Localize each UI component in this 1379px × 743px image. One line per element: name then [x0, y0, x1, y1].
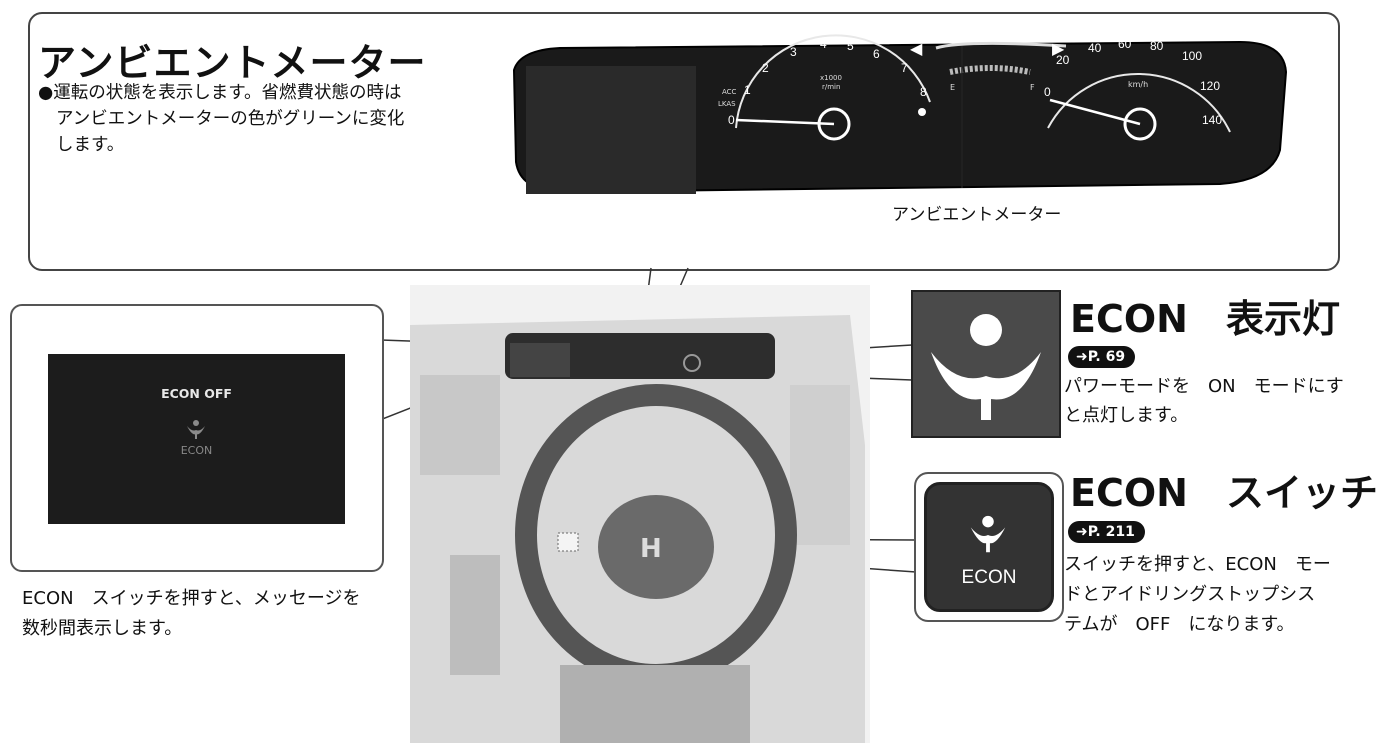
ref-page: P. 69	[1088, 349, 1125, 365]
page-reference-link[interactable]: ➜P. 69	[1068, 346, 1135, 368]
econ-screen-label: ECON	[48, 444, 345, 457]
cockpit-illustration: H	[410, 285, 870, 743]
left-caption: ECON スイッチを押すと、メッセージを 数秒間表示します。	[22, 584, 442, 644]
ref-page: P. 211	[1088, 524, 1135, 540]
econ-indicator-title: ECON 表示灯	[1070, 288, 1340, 343]
econ-indicator-icon-box	[911, 290, 1061, 438]
econ-leaf-icon	[184, 418, 208, 442]
econ-switch-location	[558, 533, 578, 551]
econ-switch-description: スイッチを押すと、ECON モー ドとアイドリングストップシス テムが OFF …	[1064, 550, 1364, 640]
honda-logo: H	[640, 534, 662, 564]
left-caption-line-2: 数秒間表示します。	[22, 614, 442, 644]
econ-sw-line-2: ドとアイドリングストップシス	[1064, 580, 1364, 610]
left-caption-line-1: ECON スイッチを押すと、メッセージを	[22, 584, 442, 614]
econ-ind-line-2: と点灯します。	[1064, 401, 1364, 430]
econ-sw-line-1: スイッチを押すと、ECON モー	[1064, 550, 1364, 580]
econ-switch-label: ECON	[924, 567, 1054, 589]
econ-ind-line-1: パワーモードを ON モードにす	[1064, 372, 1364, 401]
econ-indicator-description: パワーモードを ON モードにす と点灯します。	[1064, 372, 1364, 430]
ambient-meter-callout-label: アンビエントメーター	[892, 200, 1061, 225]
econ-off-message: ECON OFF	[48, 386, 345, 401]
econ-sw-line-3: テムが OFF になります。	[1064, 610, 1364, 640]
page-reference-link[interactable]: ➜P. 211	[1068, 521, 1145, 543]
econ-leaf-icon	[965, 512, 1011, 558]
econ-switch-title: ECON スイッチ	[1070, 462, 1378, 517]
